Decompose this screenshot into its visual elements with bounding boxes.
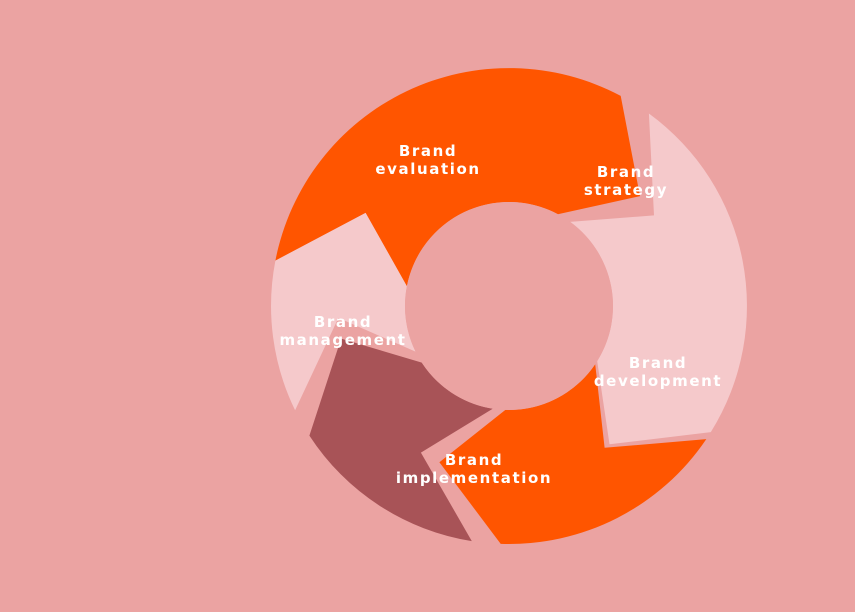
segment-evaluation [275, 68, 640, 287]
label-evaluation-line-2: evaluation [375, 160, 480, 178]
segment-development [439, 364, 707, 545]
segment-management [271, 212, 416, 411]
label-development-line-2: development [594, 372, 722, 390]
label-management-line-2: management [279, 331, 406, 349]
cycle-segments [271, 68, 747, 545]
label-management-line-1: Brand [314, 313, 372, 331]
label-implementation-line-2: implementation [396, 469, 552, 487]
label-evaluation-line-1: Brand [399, 142, 457, 160]
label-strategy-line-1: Brand [597, 163, 655, 181]
segment-strategy [570, 113, 747, 445]
label-implementation-line-1: Brand [445, 451, 503, 469]
segment-implementation [309, 338, 493, 542]
label-development-line-1: Brand [629, 354, 687, 372]
center-hub [405, 202, 613, 410]
label-strategy-line-2: strategy [584, 181, 668, 199]
